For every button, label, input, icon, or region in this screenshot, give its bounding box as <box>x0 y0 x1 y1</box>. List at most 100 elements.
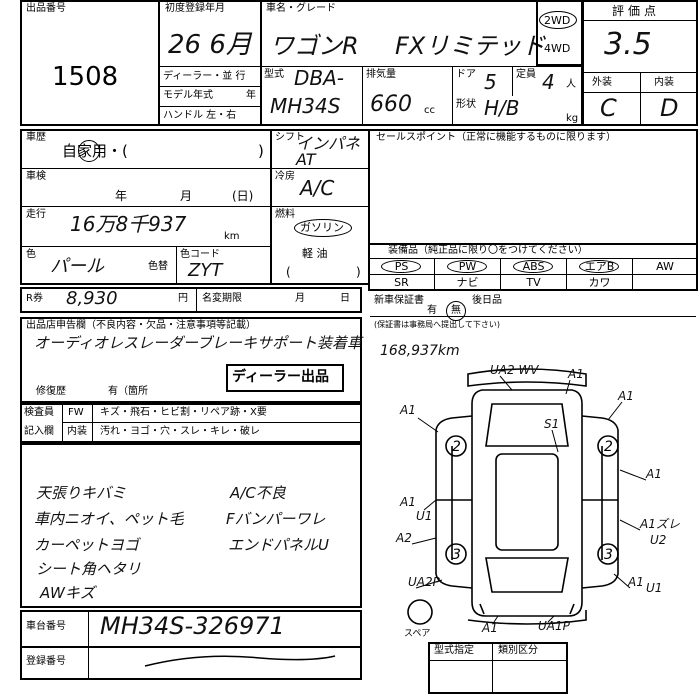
inspector-int: 内装 <box>67 426 87 437</box>
kg-unit: kg <box>566 113 579 124</box>
tire-right-front: 2 <box>604 439 613 455</box>
warranty-none: 無 <box>451 305 461 316</box>
fuel-paren-open: ( <box>286 265 291 279</box>
dealer-label: ディーラー・並 行 <box>163 71 246 82</box>
type-spec-label: 型式指定 <box>434 645 474 656</box>
notes-area <box>20 443 362 608</box>
color-code-label: 色コード <box>180 249 220 260</box>
repair-label: 修復歴 <box>36 386 66 397</box>
tire-left-rear: 3 <box>452 547 461 563</box>
first-reg-value: 26 6月 <box>168 30 252 60</box>
history-circle <box>78 140 100 162</box>
equipment-circle-3 <box>579 260 619 273</box>
drive-box <box>536 0 583 66</box>
shape-label: 形状 <box>456 99 476 110</box>
first-reg-label: 初度登録年月 <box>165 3 225 14</box>
mark-ua1p: UA1P <box>538 619 571 633</box>
aircon-value: A/C <box>300 176 335 200</box>
history-label: 車歴 <box>26 132 46 143</box>
seller-notes-label: 出品店申告欄（不良内容・欠品・注意事項等記載） <box>26 320 256 331</box>
inspection-label: 車検 <box>26 171 46 182</box>
model-year-unit: 年 <box>246 90 256 101</box>
eq2-1: ナビ <box>435 275 501 290</box>
mark-a1-left-mid: A1 <box>399 495 416 509</box>
fuel-paren-close: ) <box>356 265 361 279</box>
warranty-later: 後日品 <box>472 295 502 306</box>
mark-a1-right-bottom: A1 <box>627 575 644 589</box>
color-change-label: 色替 <box>148 261 168 272</box>
sales-point-label: セールスポイント（正常に機能するものに限ります） <box>376 132 616 143</box>
registration-label: 登録番号 <box>26 656 66 667</box>
recycle-value: 8,930 <box>66 288 118 309</box>
chassis-label: 車台番号 <box>26 621 66 632</box>
int-label: 内装 <box>654 77 674 88</box>
mark-u2: U2 <box>650 533 666 547</box>
disp-unit: cc <box>424 105 435 116</box>
model-value-1: DBA- <box>294 66 345 90</box>
warranty-note: (保証書は事務局へ提出して下さい) <box>374 320 501 329</box>
car-name: ワゴンR <box>270 32 359 60</box>
cap-label: 定員 <box>516 69 536 80</box>
repair-value: 有（箇所 <box>108 386 148 397</box>
color-value: パール <box>50 256 104 277</box>
dealer-stamp <box>226 364 344 392</box>
fuel-label: 燃料 <box>275 209 295 220</box>
warranty-label: 新車保証書 <box>374 295 424 306</box>
warranty-none-circle <box>446 301 466 321</box>
mark-ua2wv: UA2 WV <box>490 363 539 377</box>
inspection-year: 年 <box>115 189 128 203</box>
eq2-2: TV <box>501 275 567 290</box>
recycle-unit: 円 <box>178 293 188 304</box>
note-7: Fバンパーワレ <box>226 510 326 528</box>
mark-a1-left-top: A1 <box>399 403 416 417</box>
lot-label: 出品番号 <box>26 3 66 14</box>
note-5: AWキズ <box>40 584 95 602</box>
cap-unit: 人 <box>566 79 576 90</box>
mileage-note: 168,937km <box>380 343 460 359</box>
note-4: シート角ヘタリ <box>36 560 142 578</box>
equipment-box <box>368 243 698 291</box>
dealer-stamp-text: ディーラー出品 <box>232 369 330 385</box>
drive-2wd: 2WD <box>544 14 571 27</box>
model-year-label: モデル年式 <box>163 90 213 101</box>
door-label: ドア <box>456 69 476 80</box>
name-change-day: 日 <box>340 293 350 304</box>
category-label: 類別区分 <box>498 645 538 656</box>
mark-u1-right: U1 <box>646 581 662 595</box>
mark-a2-left: A2 <box>395 531 412 545</box>
color-code-value: ZYT <box>188 260 223 281</box>
inspector-fw-text: キズ・飛石・ヒビ割・リペア跡・X要 <box>100 407 267 418</box>
eq1-0: PS <box>369 259 435 274</box>
mark-u1-left: U1 <box>416 509 432 523</box>
equipment-circle-2 <box>513 260 553 273</box>
inspector-int-text: 汚れ・ヨゴ・穴・スレ・キレ・破レ <box>100 426 260 437</box>
seller-notes-box <box>20 317 362 403</box>
inspector-box <box>20 403 362 443</box>
inspector-label-1: 検査員 <box>24 407 54 418</box>
warranty-has: 有 <box>427 305 437 316</box>
eq2-3: カワ <box>567 275 633 290</box>
eq1-2: ABS <box>501 259 567 274</box>
mileage-label: 走行 <box>26 209 46 220</box>
first-reg-box <box>158 0 262 126</box>
sales-point-box <box>368 129 698 245</box>
mark-a1zure: A1ズレ <box>639 517 680 531</box>
note-6: A/C不良 <box>230 484 286 502</box>
type-spec-box <box>428 642 568 694</box>
tire-left-front: 2 <box>452 439 461 455</box>
disp-value: 660 <box>370 92 412 117</box>
model-value-2: MH34S <box>270 94 341 118</box>
seller-note-line1: オーディオレスレーダーブレーキサポート装着車 <box>34 334 363 352</box>
inspection-day: (日) <box>232 189 254 203</box>
drive-2wd-circle <box>539 11 577 29</box>
note-1: 天張りキバミ <box>36 484 127 502</box>
shift-value: インパネ AT <box>296 134 361 169</box>
note-8: エンドパネルU <box>228 536 329 554</box>
color-label: 色 <box>26 249 36 260</box>
registration-box <box>20 646 362 680</box>
eq2-4 <box>633 275 697 290</box>
int-value: D <box>660 94 679 122</box>
drive-4wd: 4WD <box>544 42 571 55</box>
